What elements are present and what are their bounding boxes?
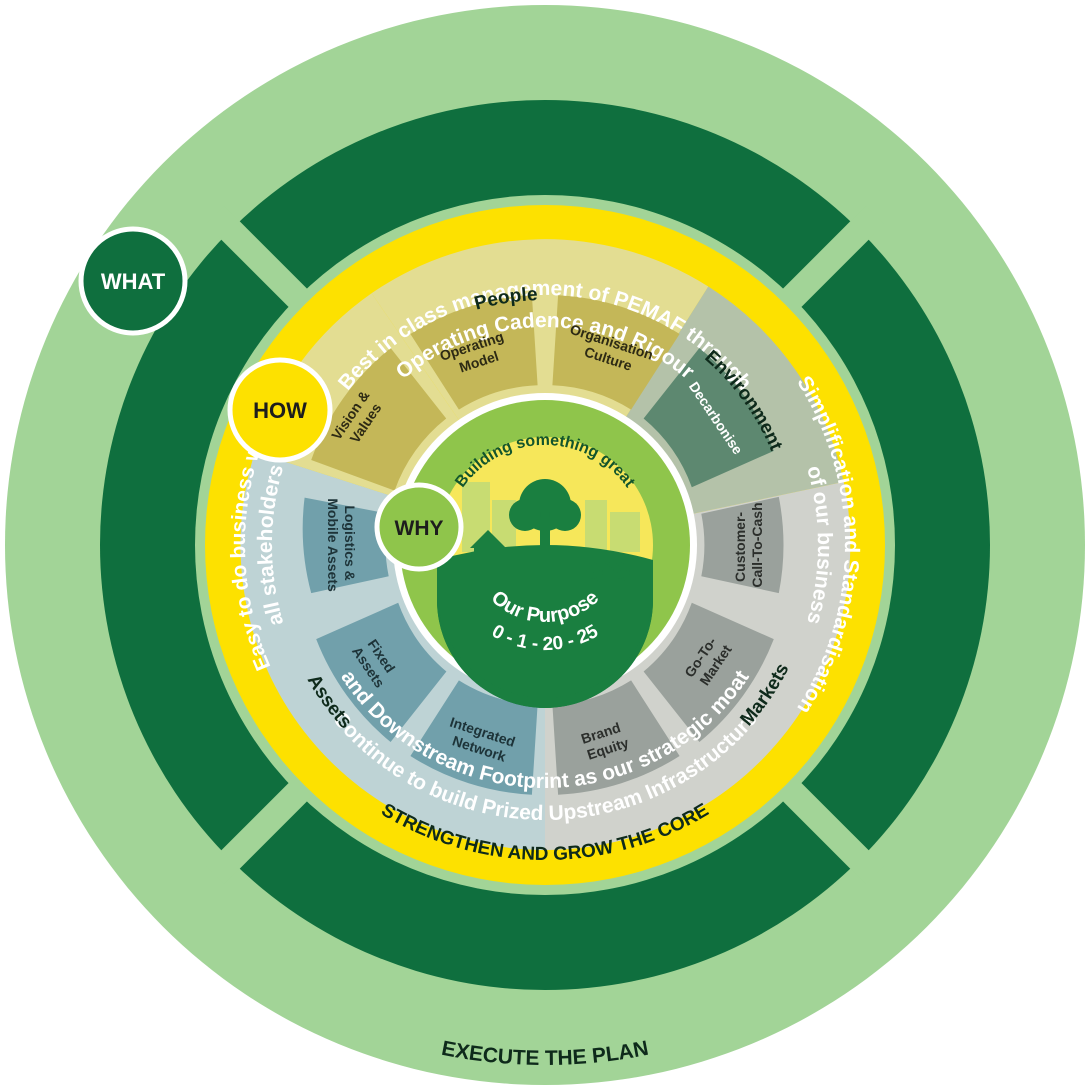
tile-fixed-assets (316, 602, 447, 742)
tile-customer-label: Customer- Call-To-Cash (732, 502, 765, 587)
why-badge-label: WHY (395, 517, 444, 540)
bicycle-icon (583, 557, 630, 582)
tile-brand-equity (552, 680, 680, 795)
core-tiles (302, 295, 784, 795)
tree-icon (509, 479, 581, 560)
center-purpose (393, 393, 697, 708)
house-icon (470, 530, 506, 564)
how-badge: HOW (227, 357, 333, 463)
hill-illustration (437, 545, 653, 708)
tile-operating-model (410, 295, 538, 410)
how-badge-label: HOW (253, 398, 307, 423)
tile-vision-values (311, 348, 447, 491)
what-badge: WHAT (78, 226, 188, 336)
tile-logistics-label: Logistics & Mobile Assets (325, 498, 358, 592)
what-badge-label: WHAT (101, 269, 166, 294)
tile-logistics-mobile-assets (302, 497, 389, 594)
tile-organisation-culture (552, 295, 680, 410)
tile-integrated-network (410, 680, 538, 795)
why-badge: WHY (374, 482, 464, 572)
tile-decarbonise (643, 348, 774, 488)
tile-customer-call-to-cash (701, 496, 784, 594)
tile-go-to-market (643, 602, 774, 742)
